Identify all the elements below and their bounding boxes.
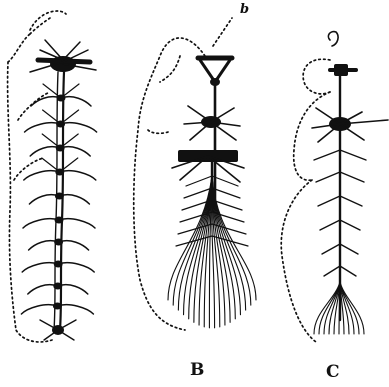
lateral-nerve-a (29, 241, 59, 250)
side-nerve-c (340, 172, 364, 182)
side-nerve-c (324, 266, 340, 276)
side-nerve-c (314, 150, 340, 160)
specimen-b (134, 18, 256, 330)
lateral-nerve-a (22, 263, 58, 272)
lateral-nerve-a (30, 147, 60, 156)
specimen-c (281, 32, 388, 342)
lateral-nerve-a (24, 171, 60, 180)
side-nerve-c (340, 244, 358, 254)
lateral-nerve-a (58, 263, 94, 272)
lateral-nerve-a (21, 305, 57, 314)
specimen-a (8, 11, 97, 342)
side-nerve-c (316, 172, 340, 182)
lateral-nerve-a (61, 123, 97, 132)
lateral-nerve-a (43, 110, 61, 124)
panel-label-c: C (326, 364, 340, 381)
lateral-nerve-a (28, 285, 58, 294)
lateral-nerve-a (23, 219, 59, 228)
annotation-letter: b (240, 3, 249, 16)
lateral-nerve-a (29, 195, 59, 204)
lateral-nerve-a (58, 285, 88, 294)
lateral-nerve-a (43, 84, 61, 98)
side-nerve-c (320, 220, 340, 230)
lateral-nerve-a (59, 219, 95, 228)
lateral-nerve-a (60, 147, 90, 156)
lateral-nerve-a (25, 123, 61, 132)
panel-label-b: B (190, 362, 204, 379)
lateral-nerve-a (60, 171, 96, 180)
side-nerve-c (322, 244, 340, 254)
side-nerve-c (318, 196, 340, 206)
side-nerve-b (186, 176, 212, 186)
side-nerve-c (340, 220, 360, 230)
lateral-nerve-a (59, 195, 89, 204)
lateral-nerve-a (59, 241, 89, 250)
side-nerve-c (340, 266, 356, 276)
lateral-nerve-a (61, 97, 91, 106)
tail-fibre-c (324, 282, 340, 334)
lateral-nerve-a (57, 305, 93, 314)
side-nerve-c (340, 196, 362, 206)
side-nerve-c (340, 150, 366, 160)
